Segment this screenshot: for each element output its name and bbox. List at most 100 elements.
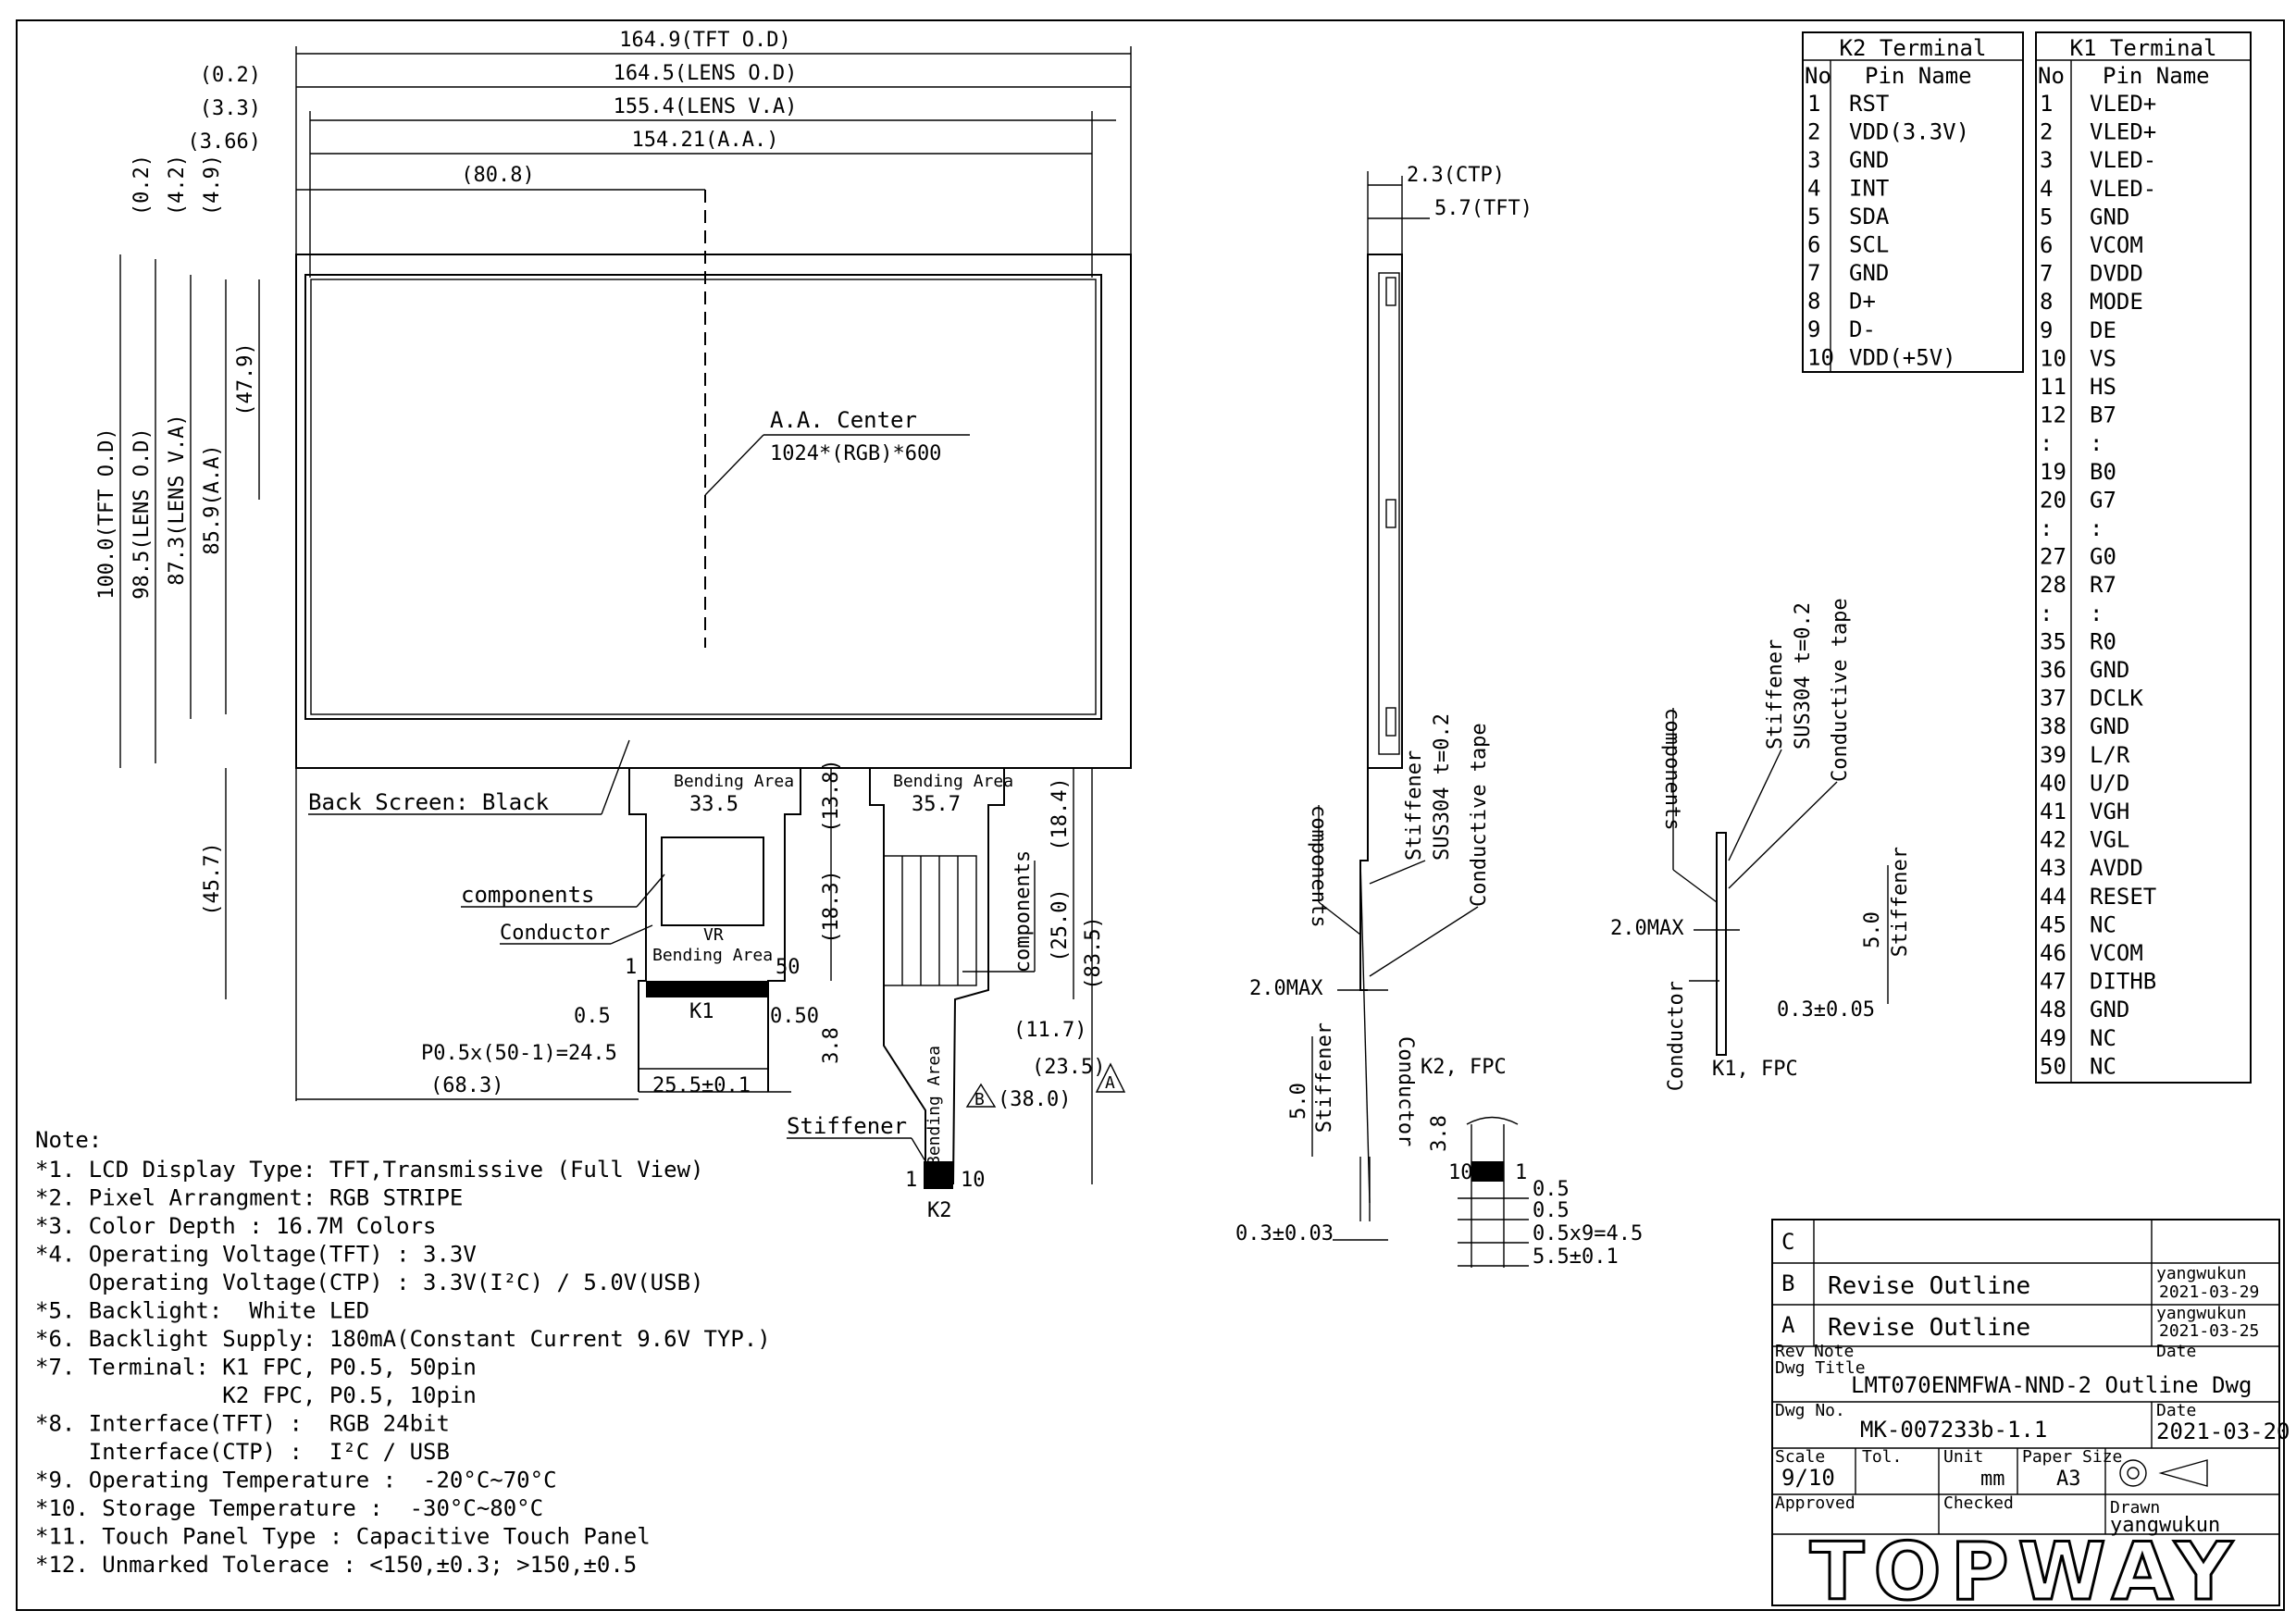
bending-area-label-1: Bending Area	[674, 772, 794, 791]
svg-text:No: No	[2038, 63, 2065, 89]
k2-pin-name: SCL	[1849, 232, 1889, 258]
k1-conductor: Conductor	[1665, 981, 1688, 1091]
k1-pin-no: 36	[2040, 657, 2066, 683]
k1-pin-no: 44	[2040, 884, 2066, 910]
k1-pin-no: 20	[2040, 487, 2066, 513]
k1-pin-name: :	[2090, 601, 2103, 626]
k1-pin-no: 6	[2040, 232, 2053, 258]
k1-dim-5-0: 5.0	[1861, 911, 1884, 948]
k1-pin-name: VCOM	[2090, 232, 2143, 258]
rev-b-note: Revise Outline	[1828, 1272, 2030, 1300]
k1-pin-no: 28	[2040, 572, 2066, 598]
k1-pin-name: :	[2090, 430, 2103, 456]
k1-pin-no: 41	[2040, 799, 2066, 824]
k1-pin-no: 27	[2040, 544, 2066, 570]
vdim-47-9: (47.9)	[234, 342, 257, 415]
dim-25-0: (25.0)	[1049, 888, 1072, 961]
svg-text:2021-03-25: 2021-03-25	[2159, 1321, 2259, 1341]
k1-pin-name: DITHB	[2090, 969, 2156, 995]
k1-pin-no: 7	[2040, 261, 2053, 287]
dwg-no: MK-007233b-1.1	[1860, 1417, 2047, 1443]
bending-area-label-3: Bending Area	[652, 946, 773, 965]
dim-68-3: (68.3)	[430, 1074, 503, 1097]
side-conductor: Conductor	[1394, 1036, 1417, 1146]
k1-pin-no: 2	[2040, 119, 2053, 145]
k1-pin-no: 45	[2040, 911, 2066, 937]
k1-pin-no: 4	[2040, 176, 2053, 202]
title-block: C B Revise Outline yangwukun 2021-03-29 …	[1771, 1219, 2290, 1620]
dim-0-5-left: 0.5	[574, 1005, 611, 1028]
rev-b-triangle	[965, 1083, 997, 1108]
bending-value-1: 33.5	[689, 793, 738, 816]
k1-pin-no: 10	[2040, 345, 2066, 371]
projection-symbol	[2119, 1459, 2147, 1487]
k1-pin-name: MODE	[2090, 289, 2143, 315]
svg-text:9/10: 9/10	[1781, 1465, 1835, 1491]
side-pin-10: 10	[1448, 1161, 1473, 1184]
note-line: *2. Pixel Arrangment: RGB STRIPE	[35, 1185, 463, 1211]
note-line: *12. Unmarked Tolerace : <150,±0.3; >150…	[35, 1552, 637, 1578]
note-line: *7. Terminal: K1 FPC, P0.5, 50pin	[35, 1355, 477, 1381]
k1-pin-no: 48	[2040, 997, 2066, 1022]
svg-text:B: B	[1781, 1270, 1794, 1296]
tft-outline	[295, 254, 1132, 769]
k2-pin-name: VDD(+5V)	[1849, 345, 1956, 371]
k1-components: components	[1660, 708, 1683, 830]
k1-stiffener-2: Stiffener	[1889, 847, 1912, 957]
dim-38-0: (38.0)	[998, 1088, 1071, 1111]
note-line: *4. Operating Voltage(TFT) : 3.3V	[35, 1242, 477, 1268]
k1-side-view: components Stiffener SUS304 t=0.2 Conduc…	[1610, 598, 1912, 1091]
k1-max: 2.0MAX	[1610, 917, 1684, 940]
k2-pin-name: GND	[1849, 147, 1889, 173]
note-line: *9. Operating Temperature : -20°C~70°C	[35, 1468, 557, 1493]
bending-value-2: 35.7	[912, 793, 961, 816]
dim-aa: 154.21(A.A.)	[632, 129, 779, 152]
dim-tft-od: 164.9(TFT O.D)	[619, 29, 790, 52]
svg-text:C: C	[1781, 1229, 1794, 1255]
k1-pin-name: NC	[2090, 1053, 2116, 1079]
vdim-45-7: (45.7)	[201, 842, 224, 915]
side-d4: 5.5±0.1	[1533, 1245, 1619, 1269]
dim-lens-va: 155.4(LENS V.A)	[614, 95, 798, 118]
k1-pin-name: VGL	[2090, 827, 2129, 853]
side-stiffener: Stiffener	[1403, 750, 1426, 861]
k2-pin-no: 4	[1807, 176, 1820, 202]
k1-conductive: Conductive tape	[1829, 598, 1852, 782]
svg-text:Scale: Scale	[1775, 1447, 1825, 1467]
k1-pin-name: VCOM	[2090, 940, 2143, 966]
svg-text:A: A	[1105, 1073, 1115, 1093]
k1-pin-no: :	[2040, 601, 2053, 626]
note-line: *10. Storage Temperature : -30°C~80°C	[35, 1495, 543, 1521]
k2-pin-no: 8	[1807, 289, 1820, 315]
conductor-label: Conductor	[500, 922, 610, 945]
k1-fpc-label: K1, FPC	[1712, 1058, 1798, 1081]
k2-pin-1: 1	[905, 1169, 917, 1192]
k1-pin-name: B0	[2090, 459, 2116, 485]
side-d3: 0.5x9=4.5	[1533, 1222, 1643, 1245]
pitch-dim: P0.5x(50-1)=24.5	[421, 1042, 617, 1065]
note-line: *8. Interface(TFT) : RGB 24bit	[35, 1411, 450, 1437]
k2-pin-no: 7	[1807, 260, 1820, 286]
k1-pin-name: GND	[2090, 713, 2129, 739]
svg-text:yangwukun: yangwukun	[2110, 1514, 2220, 1537]
k1-pin-name: HS	[2090, 374, 2116, 400]
lens-view-area	[304, 274, 1102, 720]
vdim-0-2: (0.2)	[130, 155, 154, 216]
k1-pin-50: 50	[776, 956, 800, 979]
front-view: 164.9(TFT O.D) 164.5(LENS O.D) 155.4(LEN…	[95, 29, 1132, 1101]
k1-pin-name: DE	[2090, 317, 2116, 343]
k1-pin-no: 37	[2040, 686, 2066, 712]
svg-text:Checked: Checked	[1943, 1493, 2014, 1513]
topway-logo: TOPWAY	[1810, 1526, 2241, 1618]
note-line: Operating Voltage(CTP) : 3.3V(I²C) / 5.0…	[35, 1270, 703, 1295]
k2-pin-name: INT	[1849, 176, 1889, 202]
k2-pin-no: 9	[1807, 316, 1820, 342]
note-line: *3. Color Depth : 16.7M Colors	[35, 1213, 436, 1239]
notes: Note: *1. LCD Display Type: TFT,Transmis…	[35, 1127, 771, 1578]
svg-text:Approved: Approved	[1775, 1493, 1855, 1513]
k1-title: K1 Terminal	[2070, 35, 2217, 61]
k1-pin-name: NC	[2090, 911, 2116, 937]
dwg-title: LMT070ENMFWA-NND-2 Outline Dwg	[1851, 1372, 2252, 1398]
dim-3-3: (3.3)	[200, 97, 261, 120]
